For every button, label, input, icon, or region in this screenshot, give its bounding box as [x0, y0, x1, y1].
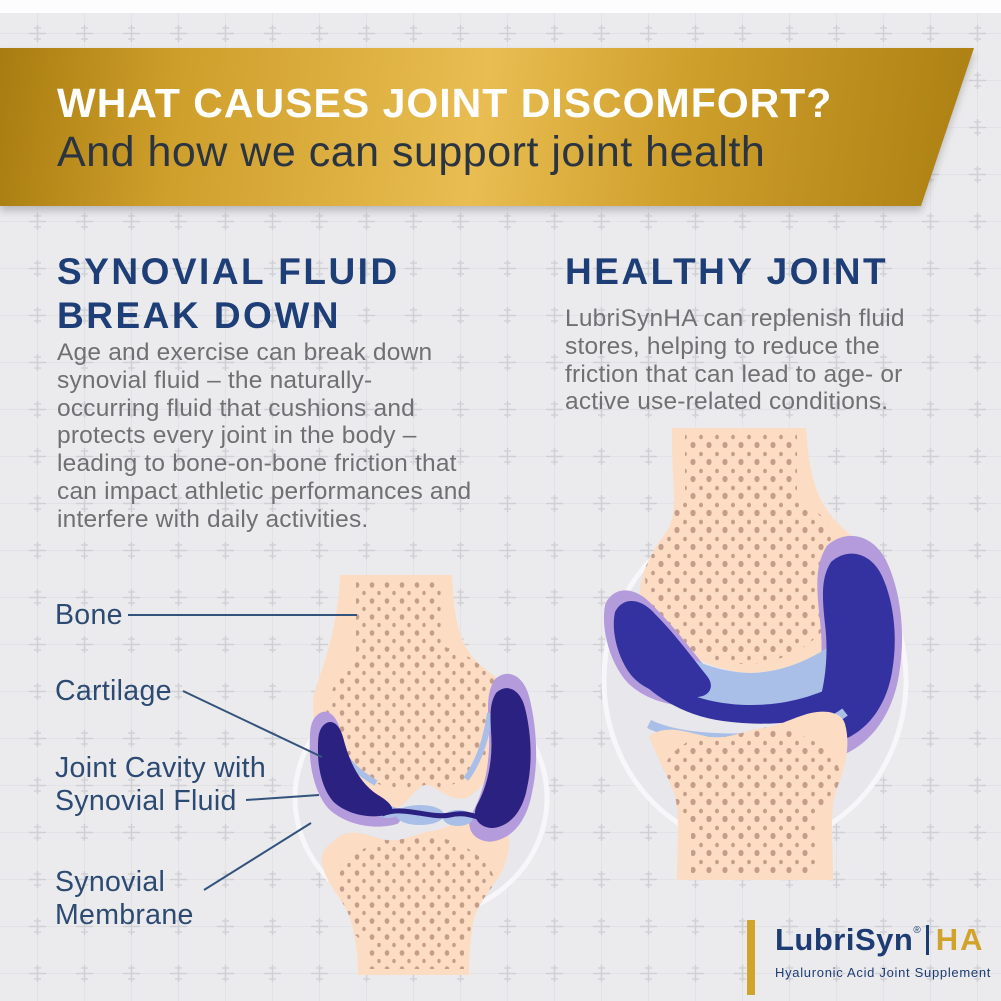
label-synovial-membrane: Synovial Membrane — [55, 866, 194, 931]
label-cartilage: Cartilage — [55, 675, 172, 707]
banner-title: WHAT CAUSES JOINT DISCOMFORT? — [57, 80, 833, 126]
banner-subtitle: And how we can support joint health — [57, 128, 766, 176]
upper-bone-stipple — [326, 579, 506, 791]
left-section-heading: SYNOVIAL FLUID BREAK DOWN — [57, 251, 400, 336]
thin-fluid-line — [381, 808, 479, 820]
banner-gold-ribbon: WHAT CAUSES JOINT DISCOMFORT? And how we… — [0, 48, 974, 206]
label-bone: Bone — [55, 599, 123, 631]
cartilage-sliver-right — [463, 712, 493, 781]
lower-bone-stipple — [334, 835, 498, 969]
brand-logo: LubriSyn ® HA Hyaluronic Acid Joint Supp… — [775, 922, 991, 980]
logo-tagline: Hyaluronic Acid Joint Supplement — [775, 965, 992, 980]
label-joint-cavity: Joint Cavity with Synovial Fluid — [55, 752, 267, 817]
unhealthy-joint-diagram — [292, 575, 550, 975]
right-section-heading: HEALTHY JOINT — [565, 251, 889, 292]
top-white-strip — [0, 0, 1001, 13]
upper-bone-stipple — [645, 432, 845, 664]
healthy-joint-diagram — [601, 428, 909, 880]
banner: WHAT CAUSES JOINT DISCOMFORT? And how we… — [0, 48, 1001, 206]
synovial-fluid-band — [629, 648, 882, 724]
logo-suffix-text: HA — [935, 922, 985, 957]
left-section-body: Age and exercise can break down synovial… — [57, 339, 472, 533]
logo-gold-bar — [747, 920, 755, 995]
right-section-body: LubriSynHA can replenish fluid stores, h… — [565, 305, 905, 416]
registered-trademark-icon: ® — [913, 924, 921, 936]
lower-bone-stipple — [661, 726, 841, 874]
logo-brand-text: LubriSyn — [775, 922, 914, 957]
logo-divider — [925, 925, 929, 955]
